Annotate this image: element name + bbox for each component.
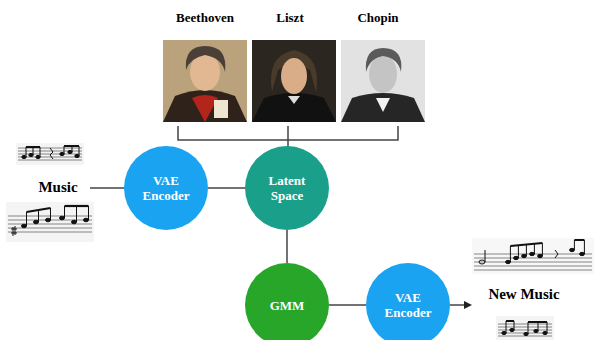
text-holder: GMM: [255, 298, 319, 313]
connector: [329, 304, 366, 306]
node-label: Latent Space: [255, 173, 319, 203]
circle-fill: [245, 263, 329, 340]
circle-fill: [245, 146, 329, 230]
text-holder: VAE Encoder: [134, 173, 198, 203]
portrait: [163, 40, 247, 122]
text-label: Music: [38, 179, 77, 196]
text-holder: VAE Encoder: [376, 290, 440, 320]
text-label: Liszt: [276, 11, 303, 26]
node-label: VAE Encoder: [134, 173, 198, 203]
circle-fill: [366, 263, 450, 340]
output-arrow: [450, 304, 466, 306]
score-snippet: [16, 143, 84, 165]
text-label: Beethoven: [176, 11, 234, 26]
leader-line: [90, 187, 125, 189]
circle-node: VAE Encoder: [124, 146, 208, 230]
connector: [286, 230, 288, 263]
connector: [208, 187, 245, 189]
portrait: [252, 40, 336, 122]
circle-node: GMM: [245, 263, 329, 340]
text-holder: Latent Space: [255, 173, 319, 203]
text-label: New Music: [488, 286, 559, 303]
score-snippet: [6, 202, 94, 242]
score-snippet: [496, 316, 554, 340]
node-label: VAE Encoder: [376, 290, 440, 320]
circle-fill: [124, 146, 208, 230]
arrowhead: [464, 301, 472, 309]
circle-node: VAE Encoder: [366, 263, 450, 340]
circle-node: Latent Space: [245, 146, 329, 230]
bracket: [178, 126, 398, 147]
score-snippet: [472, 238, 594, 274]
node-label: GMM: [255, 298, 319, 313]
portrait: [341, 40, 425, 122]
text-label: Chopin: [357, 11, 398, 26]
